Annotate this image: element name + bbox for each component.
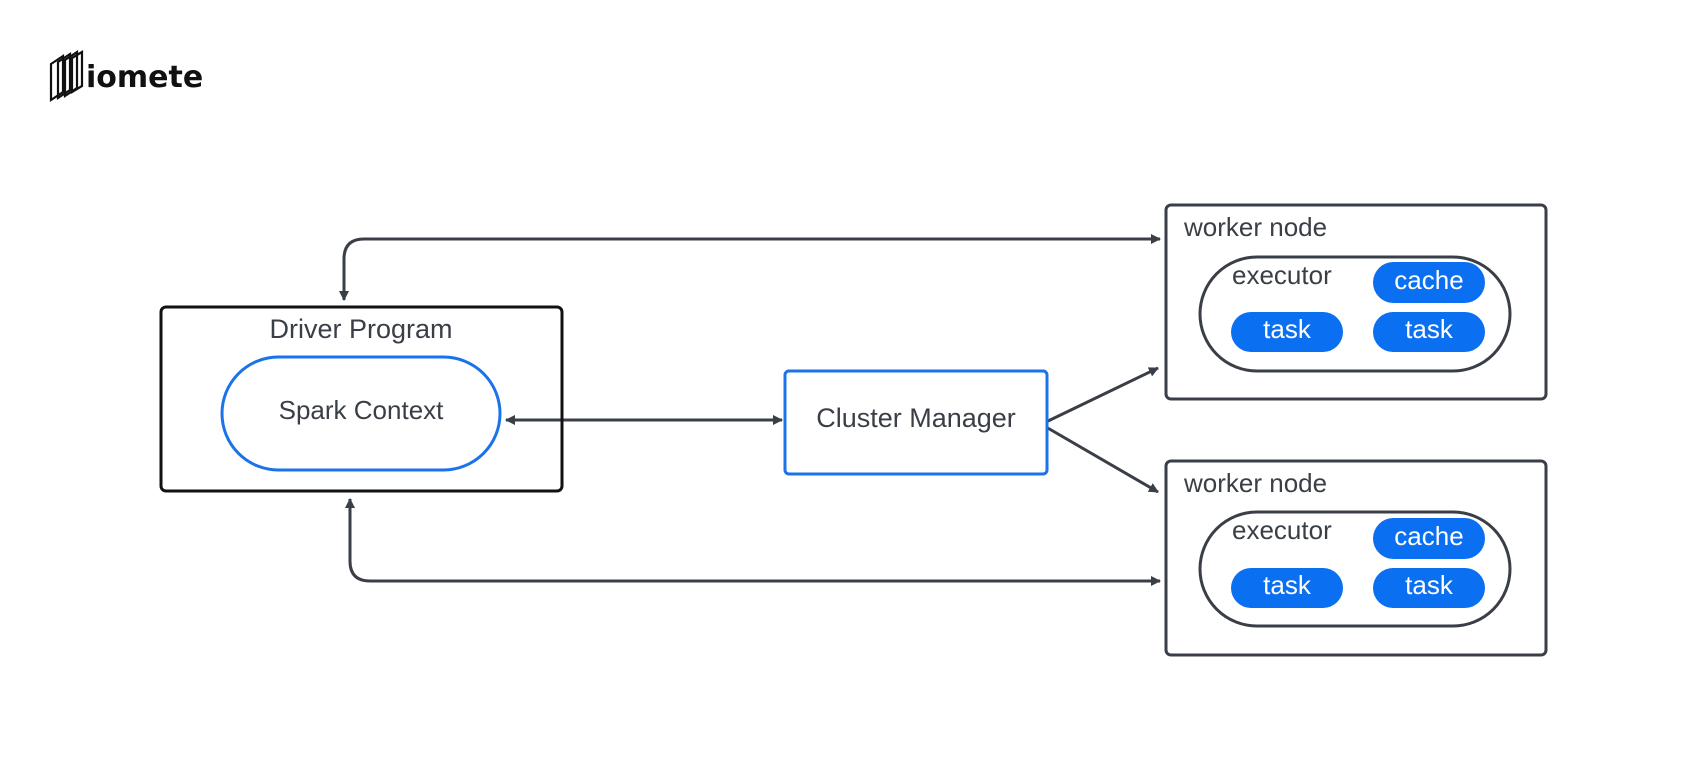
logo-mark-icon	[49, 49, 84, 103]
cache-label: cache	[1394, 521, 1463, 551]
worker-node-box	[1164, 459, 1548, 657]
connector-manager-worker1	[1045, 366, 1159, 424]
task-label: task	[1263, 314, 1312, 344]
spark-context-label: Spark Context	[279, 395, 445, 425]
task-label: task	[1405, 570, 1454, 600]
logo-text: iomete	[86, 60, 203, 95]
connector-driver-worker1	[342, 234, 1161, 300]
task-pill	[1373, 312, 1485, 352]
worker-node-1: worker node executor cache task task	[1164, 203, 1548, 401]
spark-context-node	[220, 355, 502, 472]
task-pill	[1231, 312, 1343, 352]
executor-container	[1198, 255, 1512, 373]
cluster-manager-label: Cluster Manager	[816, 403, 1016, 433]
worker-node-2: worker node executor cache task task	[1164, 459, 1548, 657]
driver-program: Driver Program Spark Context	[159, 305, 564, 493]
worker-node-title: worker node	[1183, 212, 1327, 242]
worker-node-box	[1164, 203, 1548, 401]
cluster-manager: Cluster Manager	[783, 369, 1049, 476]
executor-label: executor	[1232, 515, 1332, 545]
cache-pill	[1373, 518, 1485, 559]
driver-program-box	[159, 305, 564, 493]
connectors	[339, 234, 1161, 586]
executor-label: executor	[1232, 260, 1332, 290]
logo: iomete	[49, 49, 203, 103]
cache-pill	[1373, 262, 1485, 303]
cache-label: cache	[1394, 265, 1463, 295]
connector-manager-worker2	[1045, 425, 1159, 494]
cluster-manager-box	[783, 369, 1049, 476]
task-pill	[1231, 568, 1343, 608]
executor-container	[1198, 510, 1512, 628]
connector-driver-worker2	[348, 499, 1161, 586]
task-pill	[1373, 568, 1485, 608]
task-label: task	[1405, 314, 1454, 344]
worker-node-title: worker node	[1183, 468, 1327, 498]
task-label: task	[1263, 570, 1312, 600]
driver-program-title: Driver Program	[269, 314, 452, 344]
